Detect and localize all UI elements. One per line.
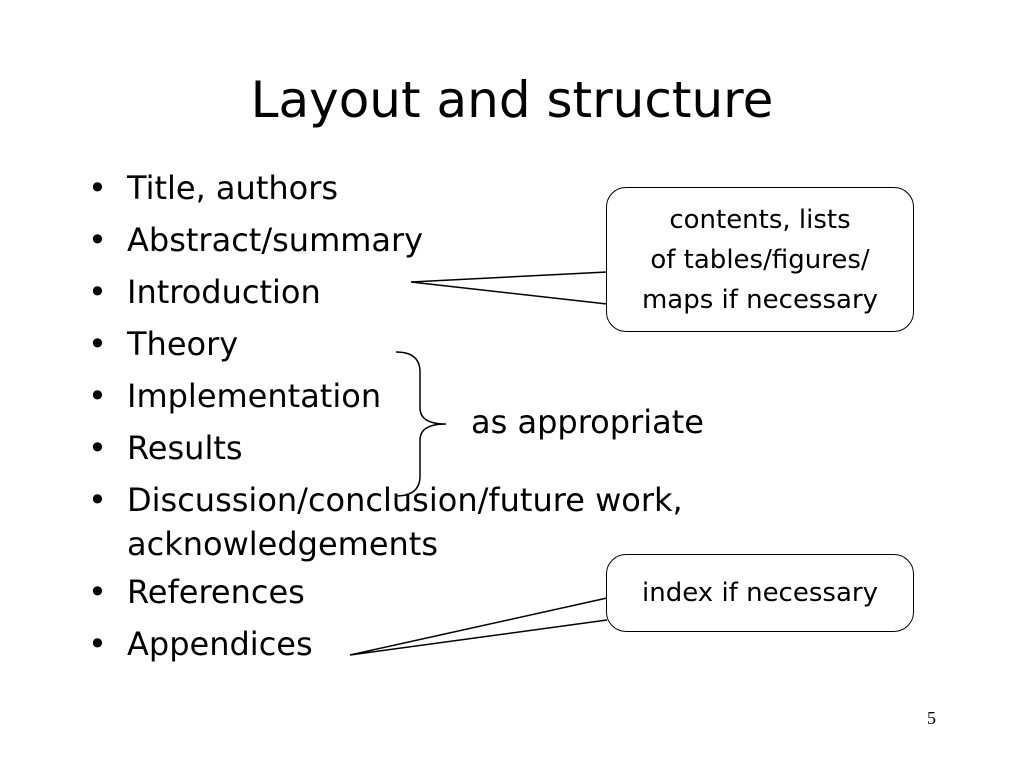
bullet-icon: • — [88, 273, 107, 311]
list-item: • Implementation — [88, 370, 808, 422]
bullet-icon: • — [88, 429, 107, 467]
bullet-icon: • — [88, 625, 107, 663]
bullet-icon: • — [88, 325, 107, 363]
list-item-text: Results — [127, 429, 243, 467]
list-item-text: Theory — [127, 325, 239, 363]
page-number: 5 — [927, 708, 936, 728]
list-item: • Theory — [88, 318, 808, 370]
list-item-text: Discussion/conclusion/future work, ackno… — [127, 481, 683, 563]
list-item-text: Abstract/summary — [127, 221, 424, 259]
bullet-icon: • — [88, 169, 107, 207]
list-item: • Results — [88, 422, 808, 474]
list-item: • Introduction — [88, 266, 808, 318]
callout-line: contents, lists — [669, 205, 851, 235]
bullet-icon: • — [88, 481, 107, 519]
callout-index: index if necessary — [606, 554, 914, 632]
callout-contents: contents, lists of tables/figures/ maps … — [606, 187, 914, 332]
callout-line: of tables/figures/ — [650, 245, 870, 275]
bullet-icon: • — [88, 377, 107, 415]
list-item: • Appendices — [88, 618, 808, 670]
brace-label: as appropriate — [471, 403, 704, 441]
list-item-text: Title, authors — [127, 169, 339, 207]
list-item: • Abstract/summary — [88, 214, 808, 266]
callout-line: maps if necessary — [641, 285, 879, 315]
list-item-text: Introduction — [127, 273, 321, 311]
list-item: • Discussion/conclusion/future work, ack… — [88, 474, 808, 566]
list-item-text: References — [127, 573, 305, 611]
list-item: • Title, authors — [88, 162, 808, 214]
bullet-icon: • — [88, 573, 107, 611]
bullet-list: • Title, authors • Abstract/summary • In… — [88, 162, 808, 670]
list-item-text: Implementation — [127, 377, 382, 415]
list-item: • References — [88, 566, 808, 618]
list-item-text: Appendices — [127, 625, 313, 663]
slide-title: Layout and structure — [250, 71, 774, 129]
bullet-icon: • — [88, 221, 107, 259]
